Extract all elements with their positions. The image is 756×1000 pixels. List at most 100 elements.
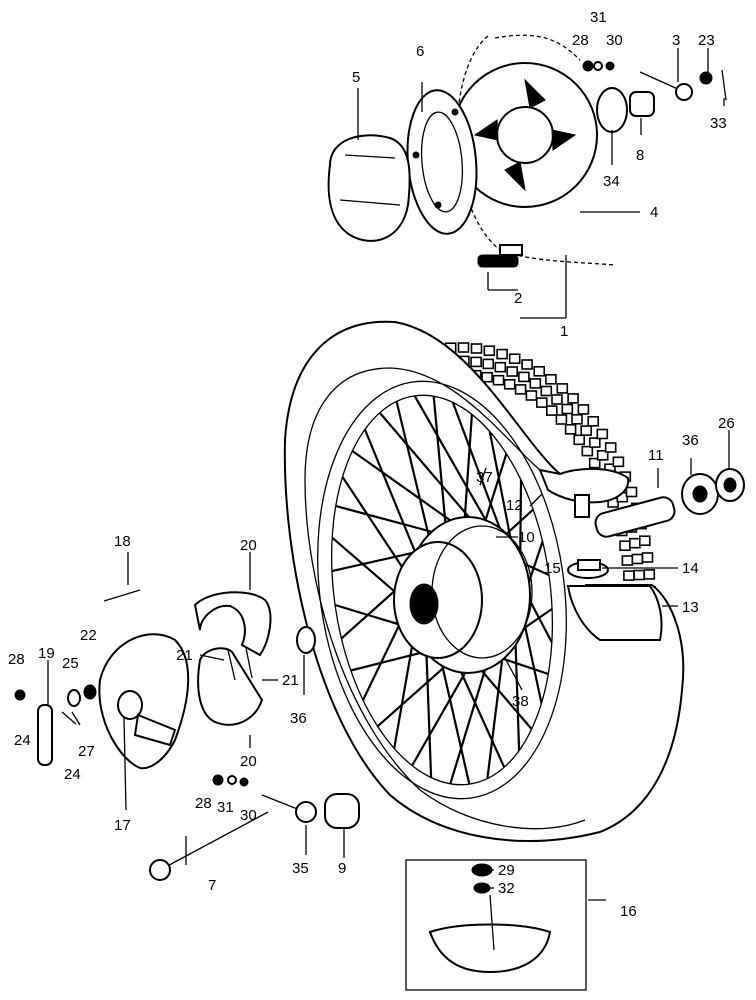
tread-block	[482, 358, 495, 370]
callout-6: 6	[416, 43, 424, 60]
callout-31-top: 31	[590, 9, 607, 26]
callout-28-bottom: 28	[195, 795, 212, 812]
tread-block	[623, 570, 635, 581]
callout-8: 8	[636, 147, 644, 164]
spoke	[472, 659, 533, 730]
callout-18: 18	[114, 533, 131, 550]
tread-block	[564, 423, 577, 435]
callout-1: 1	[560, 323, 568, 340]
tread-block	[588, 457, 601, 469]
callout-34: 34	[603, 173, 620, 190]
driven-sprocket	[452, 62, 598, 208]
callout-3: 3	[672, 32, 680, 49]
tread-block	[633, 569, 645, 581]
callout-30-top: 30	[606, 32, 623, 49]
tread-block	[588, 437, 601, 448]
tread-block	[545, 405, 558, 416]
callout-23: 23	[698, 32, 715, 49]
tread-block	[533, 365, 546, 377]
damper-rubber	[327, 134, 411, 242]
tread-block	[561, 403, 574, 415]
spoke	[449, 654, 491, 785]
spoke	[437, 649, 471, 785]
tread-block	[470, 356, 482, 368]
brake-shoes	[193, 591, 272, 726]
callout-31-bottom: 31	[217, 799, 234, 816]
leader-lines	[47, 48, 730, 901]
tread-block	[496, 348, 508, 360]
callout-2: 2	[514, 290, 522, 307]
tread-block	[494, 361, 507, 373]
spoke	[486, 642, 506, 779]
axle-spacer-and-bearings	[594, 468, 745, 538]
tread-block	[631, 553, 644, 565]
callout-28-left: 28	[8, 651, 25, 668]
callout-25: 25	[62, 655, 79, 672]
tread-block	[521, 359, 533, 370]
drive-chain	[456, 34, 616, 266]
callout-32: 32	[498, 880, 515, 897]
tread-block	[506, 366, 519, 377]
callout-24-upper: 24	[14, 732, 31, 749]
callout-33: 33	[710, 115, 727, 132]
callout-38: 38	[512, 693, 529, 710]
tread-block	[555, 414, 568, 425]
inner-tube-valve	[567, 494, 609, 579]
spoke	[378, 412, 482, 532]
callout-4: 4	[650, 204, 658, 221]
callout-labels: 1 2 3 4 5 6 7 8 9 10 11 12 13 14 15 16 1…	[8, 9, 735, 920]
callout-10: 10	[518, 529, 535, 546]
callout-17: 17	[114, 817, 131, 834]
tread-block	[508, 353, 521, 365]
spoke	[462, 414, 473, 530]
callout-36-left: 36	[290, 710, 307, 727]
callout-26: 26	[718, 415, 735, 432]
spoke	[411, 660, 473, 767]
callout-24-lower: 24	[64, 766, 81, 783]
callout-7: 7	[208, 877, 216, 894]
callout-36-right: 36	[682, 432, 699, 449]
callout-22: 22	[80, 627, 97, 644]
callout-35: 35	[292, 860, 309, 877]
tire-cut-end-bottom	[566, 585, 663, 641]
callout-5: 5	[352, 69, 360, 86]
callout-16: 16	[620, 903, 637, 920]
tread-block	[596, 428, 609, 440]
tread-block	[612, 456, 625, 468]
tread-block	[596, 449, 609, 461]
tread-block	[604, 442, 617, 453]
sprocket-hardware	[582, 60, 727, 133]
tread-block	[643, 569, 656, 580]
tread-block	[529, 378, 542, 389]
axle-and-adjuster	[149, 626, 360, 881]
tread-block	[525, 390, 538, 401]
tread-block	[470, 343, 483, 354]
tread-block	[518, 371, 530, 383]
callout-9: 9	[338, 860, 346, 877]
wheel-hub	[393, 516, 533, 674]
spoke	[424, 633, 433, 778]
brake-arm-and-hardware	[14, 589, 141, 766]
tread-block	[483, 345, 496, 357]
tread-block	[577, 404, 590, 415]
tread-block	[457, 342, 470, 353]
tread-block	[556, 383, 569, 394]
tread-block	[514, 384, 527, 395]
tread-block	[641, 552, 654, 563]
callout-11: 11	[648, 447, 664, 464]
sprocket-plate	[406, 89, 478, 235]
callout-20-top: 20	[240, 537, 257, 554]
spoke	[413, 395, 499, 542]
tread-block	[503, 378, 516, 390]
rim-band-box	[405, 859, 587, 991]
callout-29: 29	[498, 862, 515, 879]
spoke	[376, 657, 455, 728]
tread-block	[567, 393, 579, 404]
tread-block	[621, 555, 634, 566]
tread-block	[573, 434, 586, 446]
callout-21-right: 21	[282, 672, 299, 689]
tire-cut-end-top	[538, 467, 630, 504]
tread-block	[551, 394, 563, 405]
callout-37: 37	[476, 469, 493, 486]
